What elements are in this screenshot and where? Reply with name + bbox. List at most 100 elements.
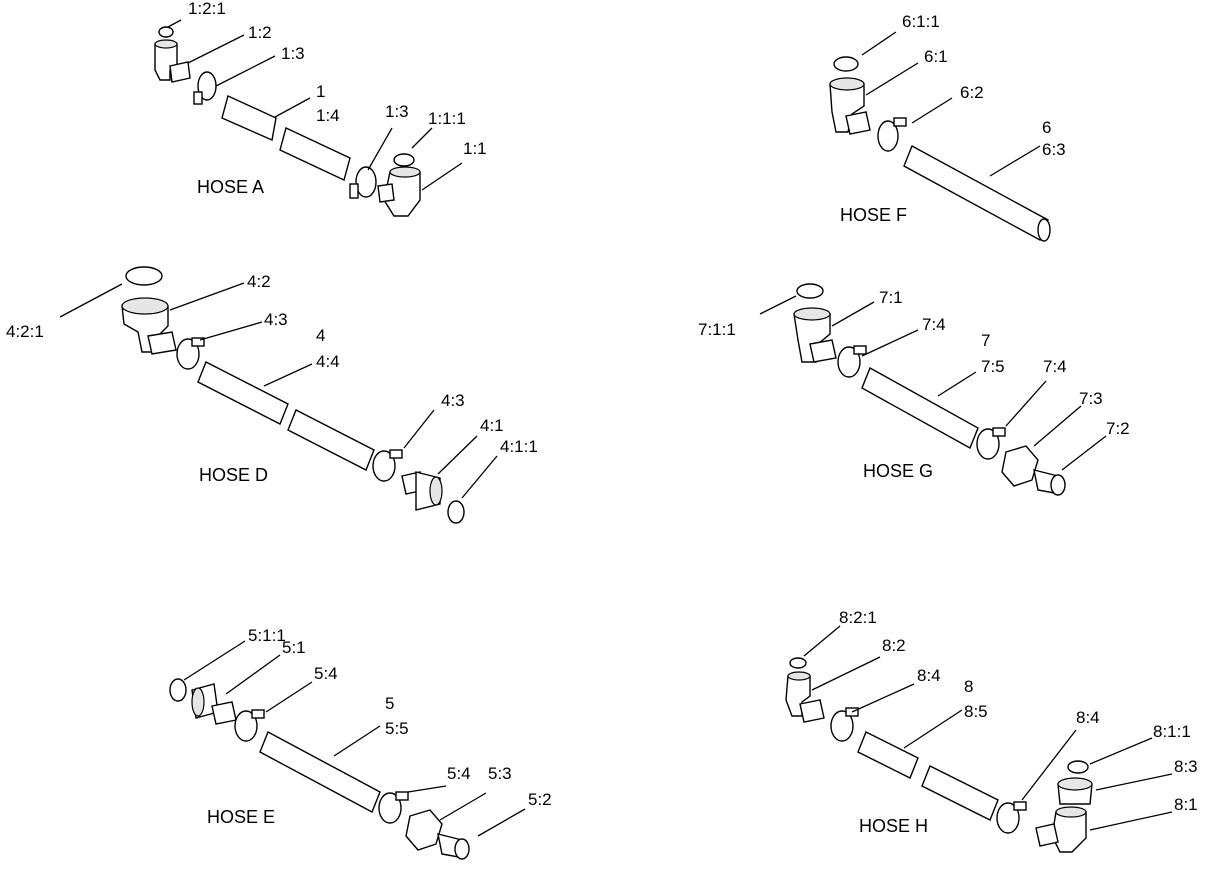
callout-6-3: 6:3 bbox=[1042, 140, 1066, 159]
callout-6: 6 bbox=[1042, 118, 1051, 137]
title-hose-f: HOSE F bbox=[840, 205, 907, 225]
hose-8-5-segment-b bbox=[921, 765, 999, 821]
callout-7-1-1: 7:1:1 bbox=[698, 320, 736, 339]
callout-5-3: 5:3 bbox=[488, 764, 512, 783]
clamp-screw-5-4-a bbox=[251, 709, 265, 719]
fitting-4-1-thread bbox=[429, 476, 443, 506]
o-ring-6-1-1 bbox=[833, 56, 859, 72]
callout-4-1-1: 4:1:1 bbox=[500, 437, 538, 456]
callout-1-2: 1:2 bbox=[248, 23, 272, 42]
o-ring-1-2-1 bbox=[158, 26, 174, 38]
elbow-fitting-8-1-top bbox=[1055, 806, 1087, 818]
hose-a-drawing bbox=[154, 26, 421, 217]
callout-4: 4 bbox=[316, 326, 325, 345]
callout-5-2: 5:2 bbox=[528, 790, 552, 809]
callout-7-2: 7:2 bbox=[1106, 419, 1130, 438]
elbow-fitting-7-1-top bbox=[793, 307, 831, 321]
hose-6-3 bbox=[903, 145, 1049, 241]
barb-1-1 bbox=[377, 183, 395, 203]
hose-1-4-segment-a bbox=[221, 95, 277, 141]
elbow-fitting-8-2-top bbox=[787, 671, 811, 681]
title-hose-a: HOSE A bbox=[197, 177, 264, 197]
callout-4-1: 4:1 bbox=[480, 416, 504, 435]
callout-8-3: 8:3 bbox=[1174, 757, 1198, 776]
clamp-screw-5-4-b bbox=[395, 791, 409, 801]
hose-h-drawing bbox=[785, 657, 1093, 853]
hose-h-assembly: 8:2:1 8:2 8:4 8 8:5 8:4 8:1:1 8:3 8:1 HO… bbox=[785, 608, 1198, 853]
hose-g-drawing bbox=[793, 283, 1066, 496]
callout-5-4-right: 5:4 bbox=[447, 764, 471, 783]
callout-5-1-1: 5:1:1 bbox=[248, 626, 286, 645]
title-hose-h: HOSE H bbox=[859, 816, 928, 836]
hose-5-5 bbox=[259, 731, 381, 813]
callout-4-4: 4:4 bbox=[316, 352, 340, 371]
callout-8-5: 8:5 bbox=[964, 702, 988, 721]
callout-6-1: 6:1 bbox=[924, 47, 948, 66]
callout-4-3-left: 4:3 bbox=[264, 310, 288, 329]
callout-5-5: 5:5 bbox=[385, 719, 409, 738]
barb-1-2 bbox=[169, 61, 191, 83]
callout-5: 5 bbox=[385, 694, 394, 713]
callout-7-5: 7:5 bbox=[981, 357, 1005, 376]
barb-6-1 bbox=[845, 111, 871, 135]
hose-4-4-segment-a bbox=[197, 361, 289, 425]
o-ring-1-1-1 bbox=[393, 153, 415, 167]
callout-1-4: 1:4 bbox=[316, 106, 340, 125]
callout-7-4-left: 7:4 bbox=[922, 315, 946, 334]
hose-clamp-6-2 bbox=[877, 120, 899, 152]
clamp-screw-4-3-a bbox=[191, 337, 205, 347]
hose-6-3-end bbox=[1037, 218, 1051, 242]
callout-8-4-left: 8:4 bbox=[917, 666, 941, 685]
callout-6-2: 6:2 bbox=[960, 83, 984, 102]
callout-8-2-1: 8:2:1 bbox=[839, 608, 877, 627]
callout-8: 8 bbox=[964, 677, 973, 696]
hose-clamp-8-4-a bbox=[830, 710, 854, 742]
clamp-screw-1-3-b bbox=[349, 183, 359, 199]
callout-6-1-1: 6:1:1 bbox=[902, 12, 940, 31]
clamp-screw-7-4-b bbox=[992, 427, 1006, 437]
callout-7-1: 7:1 bbox=[879, 288, 903, 307]
hose-f-assembly: 6:1:1 6:1 6:2 6 6:3 HOSE F bbox=[829, 12, 1066, 242]
callout-7: 7 bbox=[981, 331, 990, 350]
o-ring-4-1-1 bbox=[447, 500, 465, 524]
callout-4-2: 4:2 bbox=[247, 272, 271, 291]
callout-1: 1 bbox=[316, 82, 325, 101]
barb-4-2 bbox=[147, 331, 177, 355]
hex-nut-5-3 bbox=[405, 809, 443, 851]
hex-nut-7-3 bbox=[1001, 445, 1039, 487]
callout-7-3: 7:3 bbox=[1079, 389, 1103, 408]
fitting-5-2-end bbox=[454, 838, 470, 860]
o-ring-4-2-1 bbox=[125, 266, 163, 286]
callout-7-4-right: 7:4 bbox=[1043, 357, 1067, 376]
callout-1-1-1: 1:1:1 bbox=[428, 109, 466, 128]
callout-5-4-left: 5:4 bbox=[314, 664, 338, 683]
hose-4-4-segment-b bbox=[287, 409, 375, 471]
hose-f-drawing bbox=[829, 56, 1051, 242]
o-ring-8-2-1 bbox=[789, 657, 807, 669]
elbow-fitting-6-1-top bbox=[829, 77, 865, 91]
title-hose-d: HOSE D bbox=[199, 465, 268, 485]
hose-a-assembly: 1:2:1 1:2 1:3 1 1:4 1:3 1:1:1 1:1 HOSE A bbox=[154, 0, 487, 217]
o-ring-7-1-1 bbox=[796, 283, 824, 299]
barb-8-2 bbox=[799, 699, 825, 723]
callout-8-2: 8:2 bbox=[882, 636, 906, 655]
hose-e-assembly: 5:1:1 5:1 5:4 5 5:5 5:4 5:3 5:2 HOSE E bbox=[169, 626, 552, 860]
callout-1-3-left: 1:3 bbox=[281, 44, 305, 63]
fitting-5-1-thread bbox=[191, 687, 205, 717]
o-ring-5-1-1 bbox=[169, 678, 187, 702]
clamp-screw-7-4-a bbox=[853, 345, 867, 355]
elbow-fitting-1-2 bbox=[154, 43, 178, 81]
callout-8-1-1: 8:1:1 bbox=[1153, 722, 1191, 741]
callout-1-1: 1:1 bbox=[463, 139, 487, 158]
elbow-fitting-1-2-top bbox=[154, 39, 178, 49]
barb-7-1 bbox=[809, 339, 837, 363]
hose-e-drawing bbox=[169, 678, 470, 860]
callout-1-3-right: 1:3 bbox=[385, 102, 409, 121]
elbow-fitting-8-1 bbox=[1051, 811, 1087, 853]
elbow-fitting-1-1-top bbox=[389, 166, 421, 178]
title-hose-g: HOSE G bbox=[863, 461, 933, 481]
callout-1-2-1: 1:2:1 bbox=[188, 0, 226, 18]
clamp-screw-6-2 bbox=[893, 117, 907, 127]
callout-4-2-1: 4:2:1 bbox=[6, 322, 44, 341]
